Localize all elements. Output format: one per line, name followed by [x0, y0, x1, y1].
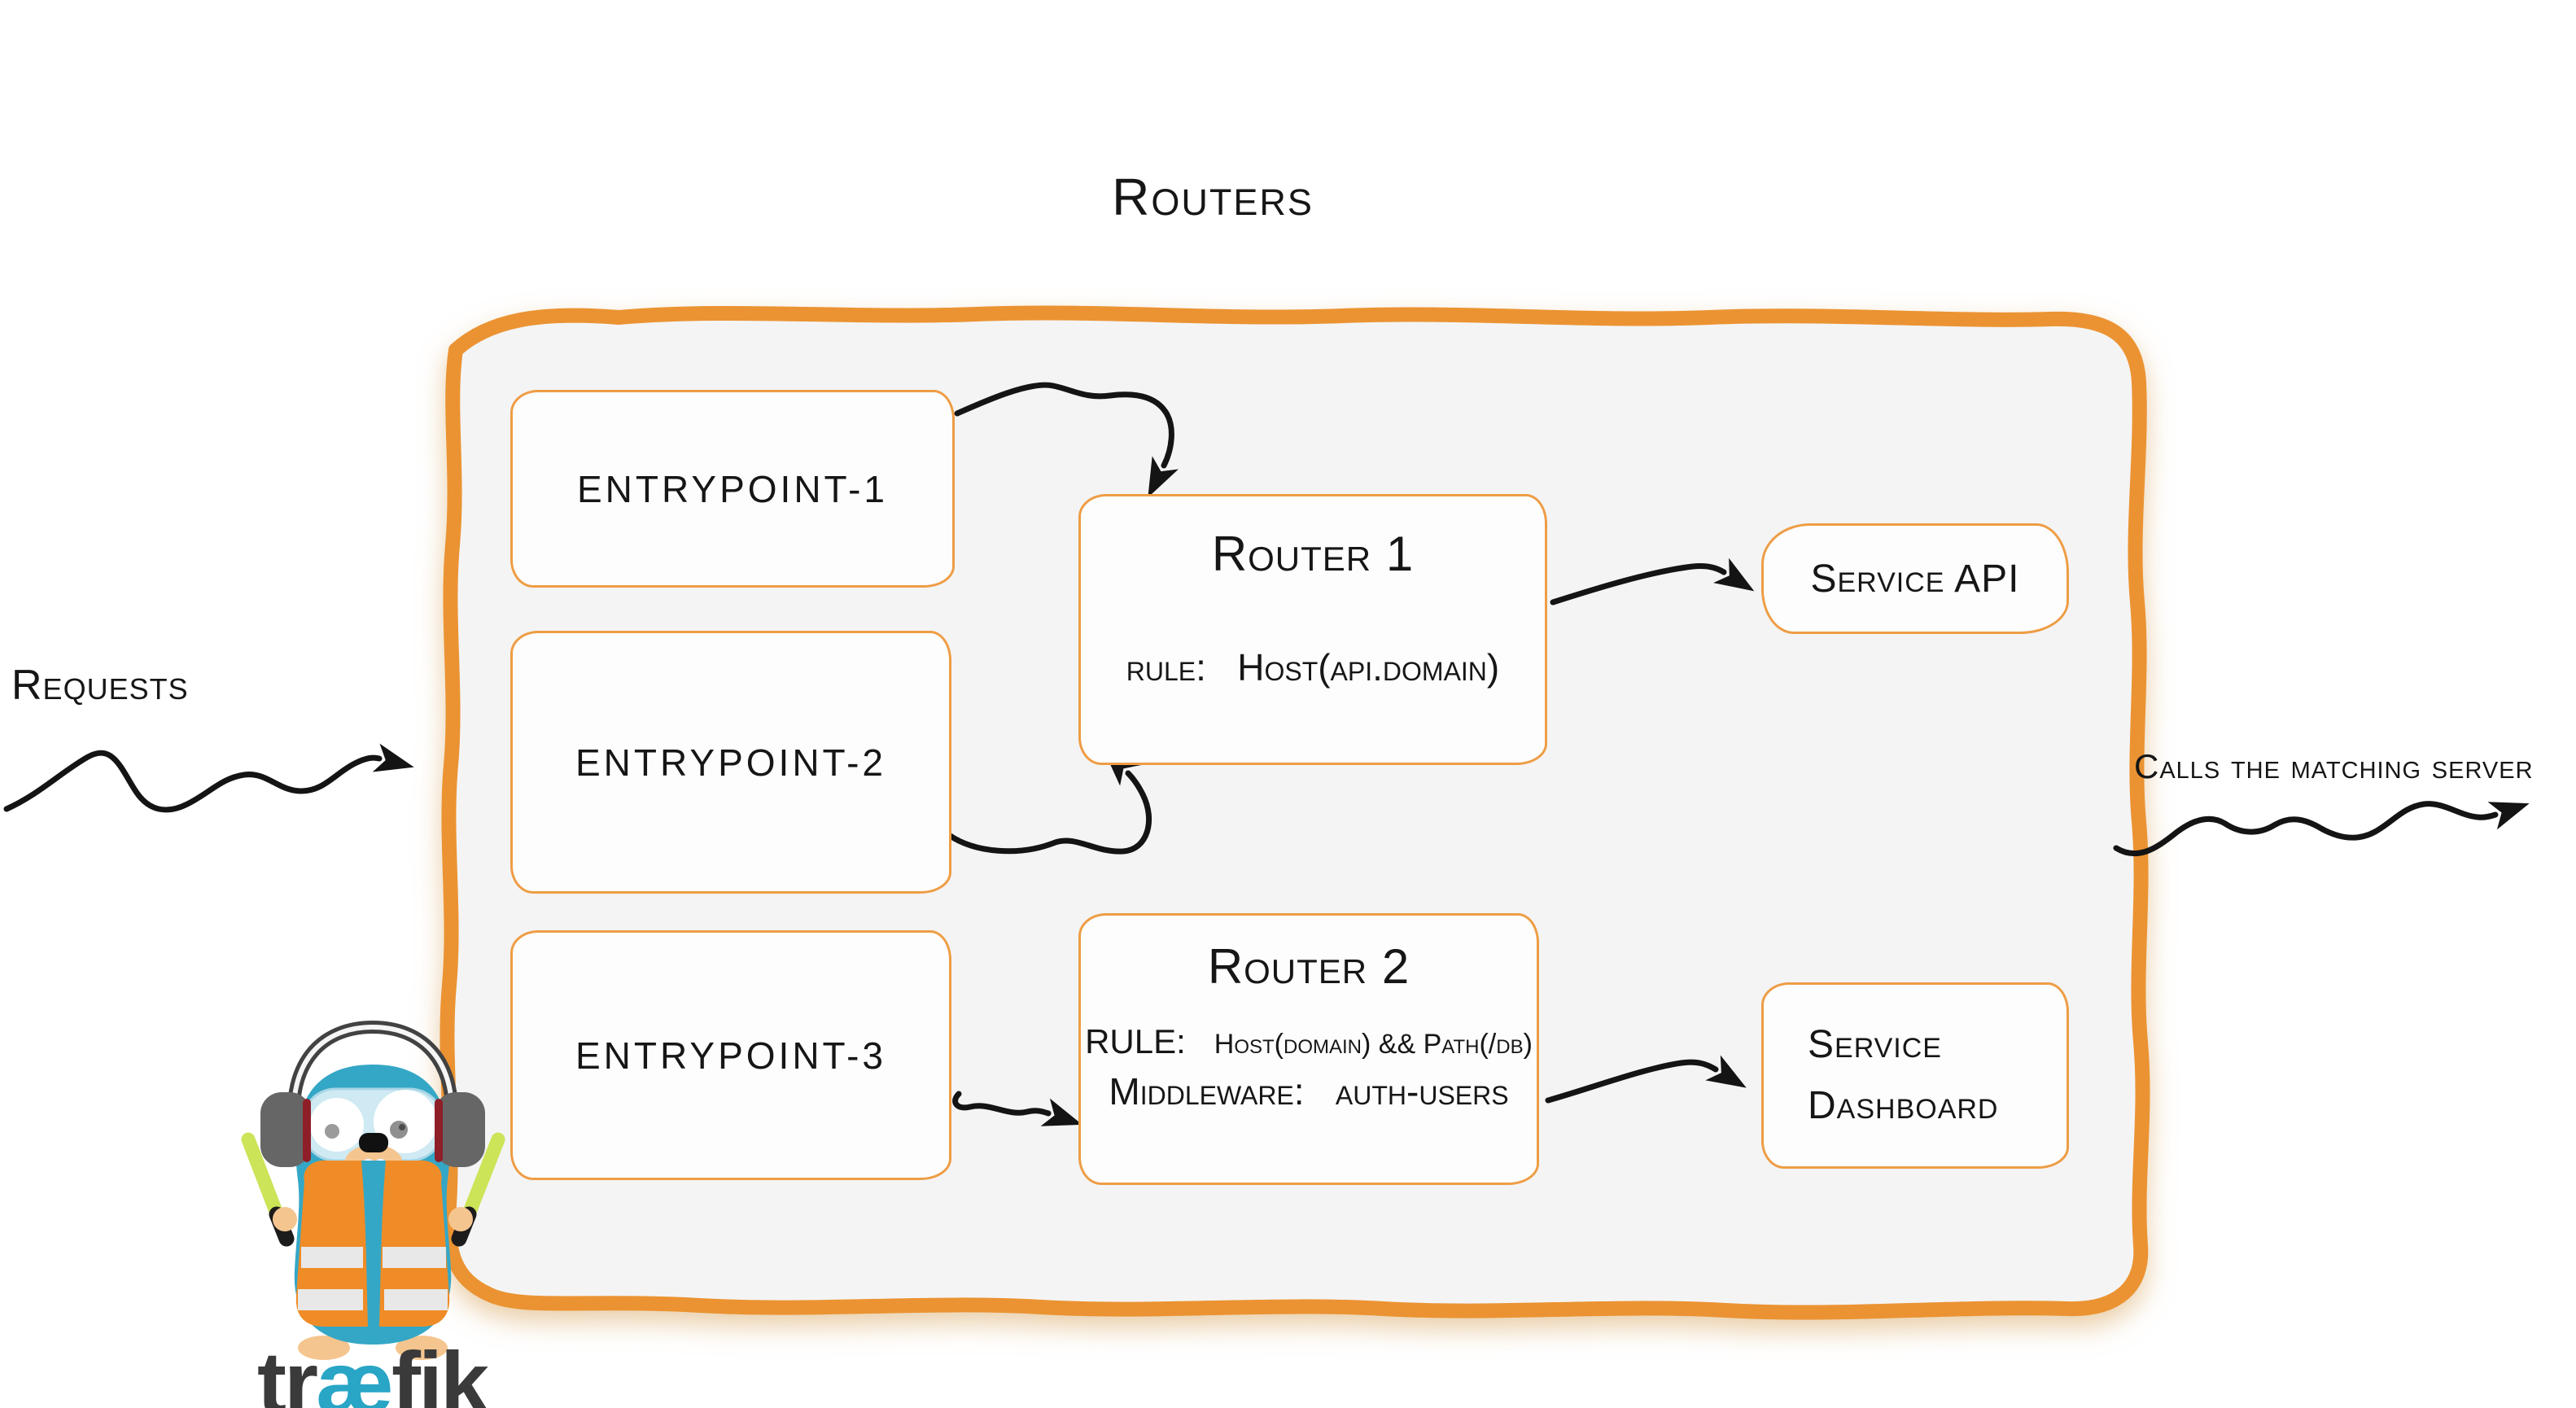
traefik-gopher-mascot	[241, 1020, 505, 1360]
gopher-headphone-band-inner	[291, 1024, 455, 1134]
gopher-right-foot	[396, 1336, 448, 1360]
spacer	[1314, 1070, 1325, 1113]
service-dashboard-label-line1: Service	[1808, 1023, 1942, 1067]
gopher-vest-stripe	[384, 1289, 448, 1310]
requests-arrow	[3, 743, 414, 813]
gopher-vest-stripe	[301, 1247, 363, 1268]
traefik-wordmark: træfik	[257, 1331, 501, 1408]
gopher-right-hand	[448, 1207, 473, 1231]
gopher-left-foot	[298, 1336, 350, 1360]
gopher-vest-stripe	[298, 1289, 363, 1310]
entrypoint3-to-router2-arrow	[952, 1091, 1082, 1126]
router-1-rule-key: rule:	[1126, 646, 1206, 689]
spacer	[1217, 646, 1227, 689]
gopher-left-earcup-rim	[303, 1099, 311, 1162]
service-dashboard-box: Service Dashboard	[1761, 982, 2069, 1169]
router-2-middleware-key: Middleware:	[1109, 1070, 1305, 1113]
gopher-vest-stripe	[383, 1247, 446, 1268]
gopher-left-pupil	[325, 1124, 339, 1139]
router-2-rule-key: RULE:	[1085, 1022, 1186, 1060]
gopher-right-earcup	[435, 1092, 485, 1167]
gopher-left-hand	[273, 1207, 297, 1231]
wordmark-tr: tr	[257, 1333, 318, 1408]
router-2-rule-value: Host(domain) && Path(/db)	[1214, 1029, 1533, 1060]
router-1-rule-value: Host(api.domain)	[1237, 646, 1500, 689]
router-2-title: Router 2	[1207, 939, 1410, 994]
entrypoint-1-label: entrypoint-1	[577, 467, 888, 510]
gopher-vest-gap	[361, 1161, 386, 1327]
entrypoint-3-label: entrypoint-3	[575, 1034, 886, 1077]
entrypoint-3-box: entrypoint-3	[510, 930, 951, 1180]
service-dashboard-label-line2: Dashboard	[1808, 1083, 1999, 1127]
arrows	[3, 382, 2530, 1126]
entrypoint-2-box: entrypoint-2	[510, 631, 951, 894]
entrypoint-1-box: entrypoint-1	[510, 390, 955, 588]
gopher-right-pupil	[390, 1121, 408, 1139]
router-2-rule: RULE: Host(domain) && Path(/db)	[1085, 1022, 1533, 1061]
router2-to-service-dashboard-arrow	[1545, 1055, 1747, 1104]
gopher-left-eye	[310, 1098, 364, 1152]
entrypoint2-to-router1-arrow	[946, 747, 1152, 855]
gopher-nose	[359, 1133, 388, 1152]
router-1-box: Router 1 rule: Host(api.domain)	[1078, 494, 1547, 765]
router1-to-service-api-arrow	[1550, 558, 1755, 606]
diagram-title: Routers	[1112, 168, 1314, 226]
gopher-right-pupil-dot	[399, 1124, 405, 1130]
gopher-left-earcup	[260, 1092, 311, 1167]
wordmark-fik: fik	[391, 1333, 489, 1408]
router-2-middleware: Middleware: auth-users	[1109, 1069, 1508, 1113]
wordmark-ae: æ	[316, 1333, 394, 1408]
entrypoint1-to-router1-arrow	[954, 382, 1179, 498]
router-1-rule: rule: Host(api.domain)	[1126, 645, 1499, 689]
requests-label: Requests	[11, 662, 189, 709]
router-1-title: Router 1	[1211, 527, 1415, 581]
calls-label: Calls the matching server	[2134, 747, 2534, 785]
calls-arrow	[2113, 801, 2530, 857]
router-2-middleware-value: auth-users	[1335, 1070, 1509, 1113]
gopher-right-earcup-rim	[435, 1099, 443, 1162]
router-2-box: Router 2 RULE: Host(domain) && Path(/db)…	[1078, 913, 1539, 1185]
spacer	[1195, 1022, 1205, 1060]
gopher-right-eye	[374, 1090, 437, 1153]
service-api-box: Service API	[1761, 523, 2069, 634]
service-api-label: Service API	[1810, 557, 2020, 601]
entrypoint-2-label: entrypoint-2	[575, 741, 886, 784]
